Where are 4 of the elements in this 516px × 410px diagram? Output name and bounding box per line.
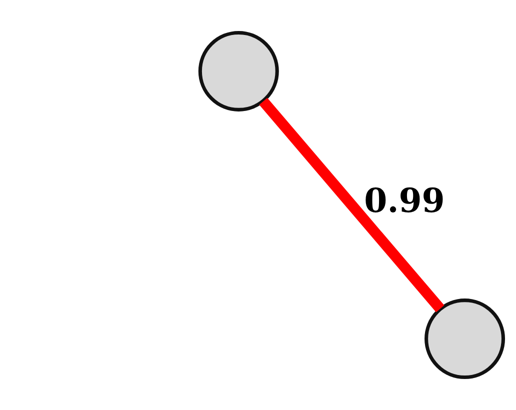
node-circle xyxy=(424,298,506,380)
node-circle xyxy=(198,30,279,112)
edge-label: 0.99 xyxy=(364,180,445,220)
connector xyxy=(259,98,444,312)
